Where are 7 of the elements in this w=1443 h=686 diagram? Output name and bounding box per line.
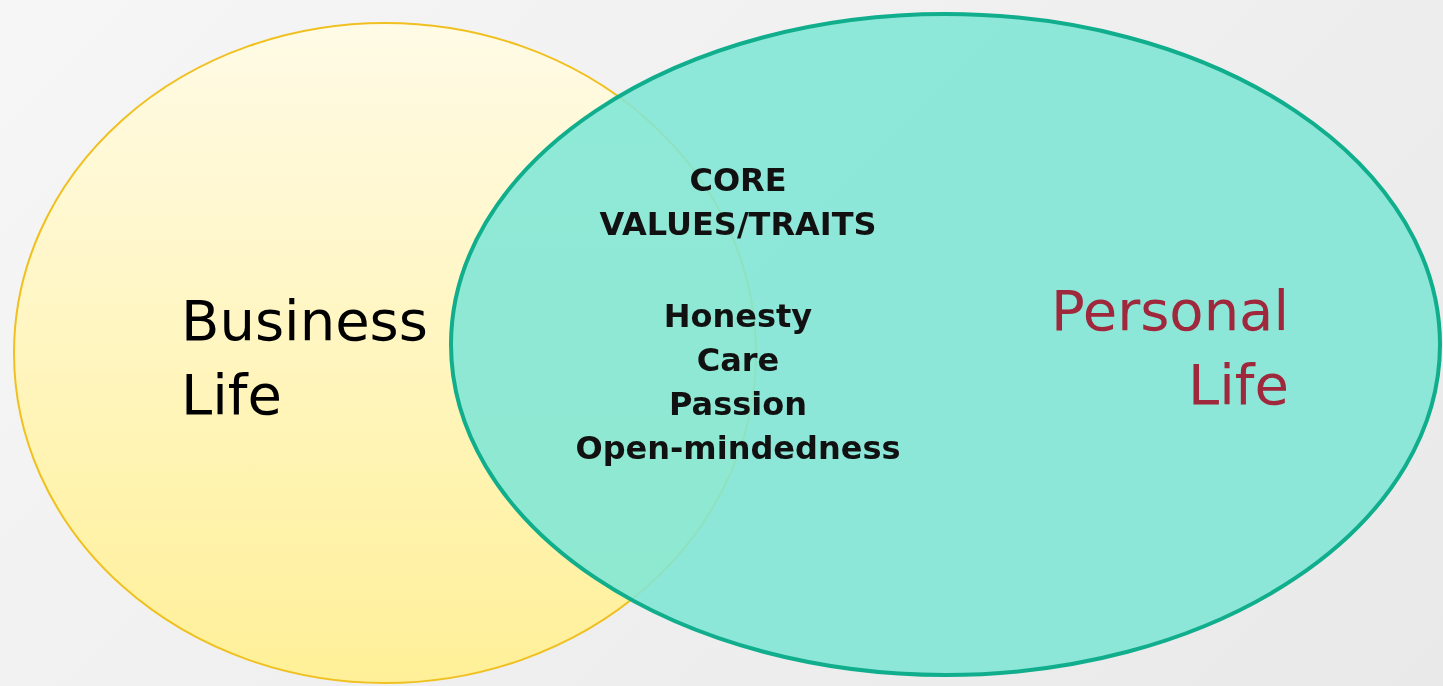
trait-label: Honesty [662,296,814,337]
set-label: Personal Life [1049,277,1289,419]
set-label: Business Life [181,287,429,429]
trait-label: Care [695,340,781,381]
overlap-heading: CORE VALUES/TRAITS [598,160,878,245]
trait-label: Open-mindedness [574,428,902,469]
trait-label: Passion [668,384,808,425]
